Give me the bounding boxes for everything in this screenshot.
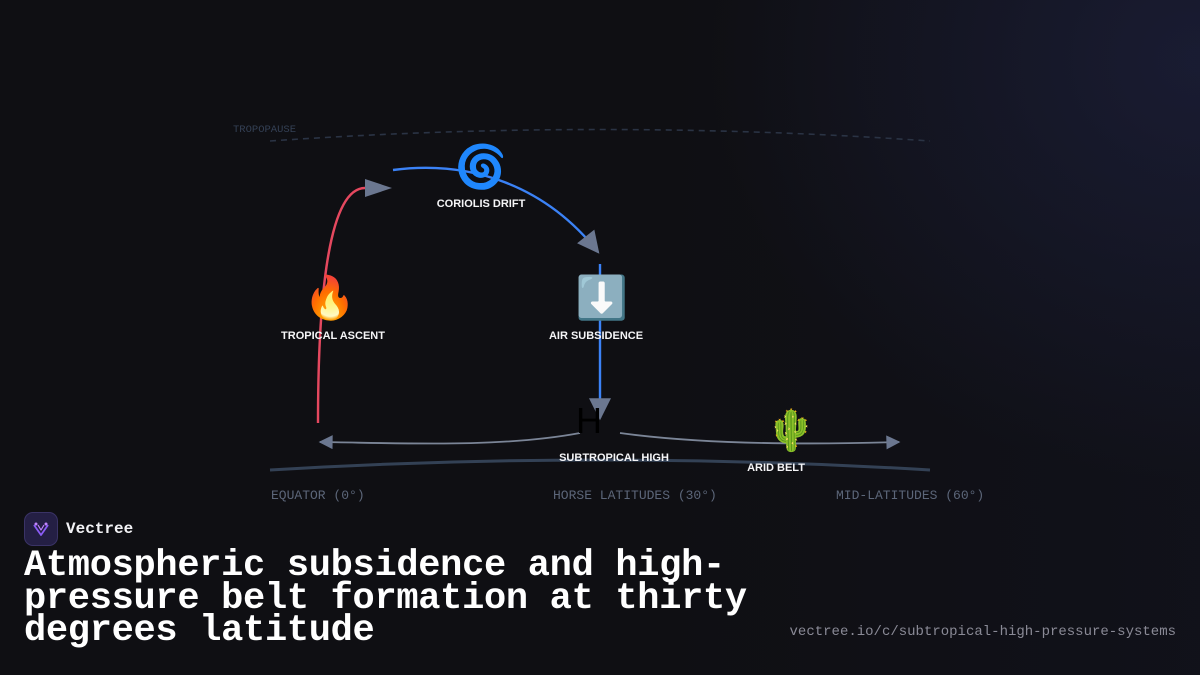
latitude-label-mid: MID-LATITUDES (60°) xyxy=(836,488,984,503)
tropopause-line xyxy=(269,128,931,142)
trade-wind-flow-line xyxy=(318,432,581,450)
node-arid-belt: 🌵 ARID BELT xyxy=(747,407,816,474)
node-label: ARID BELT xyxy=(747,462,805,474)
down-arrow-icon: ⬇️ xyxy=(576,273,628,322)
latitude-label-horse: HORSE LATITUDES (30°) xyxy=(553,488,717,503)
node-subtropical-high: H SUBTROPICAL HIGH xyxy=(559,400,669,464)
coriolis-flow-line xyxy=(392,166,600,254)
westerly-flow-line xyxy=(619,432,901,450)
tropopause-label: TROPOPAUSE xyxy=(233,124,296,136)
brand-name: Vectree xyxy=(66,520,134,538)
cyclone-icon: 🌀 xyxy=(455,141,507,191)
node-label: CORIOLIS DRIFT xyxy=(437,198,526,210)
node-label: SUBTROPICAL HIGH xyxy=(559,452,669,464)
node-air-subsidence: ⬇️ AIR SUBSIDENCE xyxy=(549,273,643,342)
page-title: Atmospheric subsidence and high-pressure… xyxy=(24,545,747,652)
node-tropical-ascent: 🔥 TROPICAL ASCENT xyxy=(281,273,385,342)
fire-icon: 🔥 xyxy=(304,273,356,322)
source-url: vectree.io/c/subtropical-high-pressure-s… xyxy=(789,624,1176,640)
vectree-logo-icon xyxy=(24,512,58,546)
earth-surface-line xyxy=(269,458,931,472)
brand: Vectree xyxy=(24,512,133,546)
ascent-flow-line xyxy=(316,186,366,424)
node-label: AIR SUBSIDENCE xyxy=(549,330,643,342)
latitude-label-equator: EQUATOR (0°) xyxy=(271,488,365,503)
node-coriolis-drift: 🌀 CORIOLIS DRIFT xyxy=(437,141,526,210)
ascent-arrowhead xyxy=(365,179,392,197)
cactus-icon: 🌵 xyxy=(766,407,816,453)
high-pressure-icon: H xyxy=(576,400,602,441)
node-label: TROPICAL ASCENT xyxy=(281,330,385,342)
